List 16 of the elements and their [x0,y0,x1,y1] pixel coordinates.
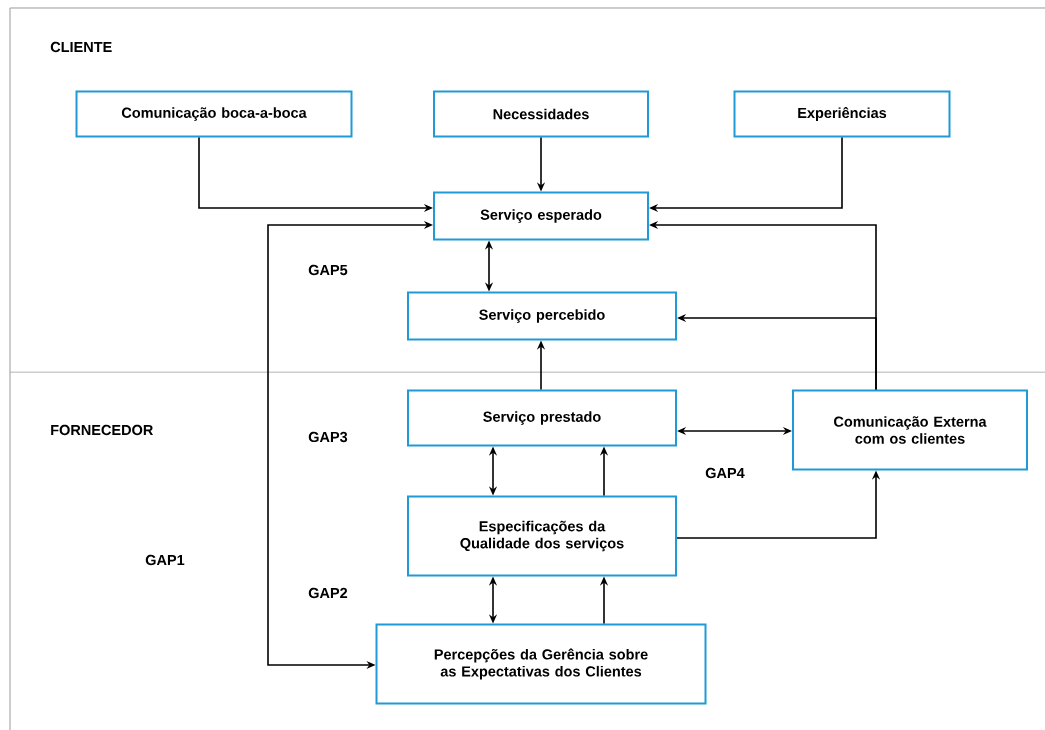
process-box: Especificações da Qualidade dos serviços [407,495,677,577]
region-label: FORNECEDOR [51,424,153,436]
process-box: Comunicação Externa com os clientes [792,389,1028,471]
region-label: CLIENTE [50,41,112,53]
process-box: Serviço prestado [407,389,677,447]
process-box: Serviço esperado [433,191,649,241]
process-box: Serviço percebido [407,291,677,341]
gap-label: GAP1 [145,554,185,566]
gap-label: GAP5 [308,264,348,276]
process-box: Percepções da Gerência sobre as Expectativas dos Clientes [375,623,707,705]
process-box: Necessidades [433,90,649,138]
process-box: Comunicação boca-a-boca [75,90,353,138]
gap-label: GAP4 [705,467,745,479]
gap-label: GAP3 [308,431,348,443]
gap-label: GAP2 [308,587,348,599]
process-box: Experiências [733,90,951,138]
